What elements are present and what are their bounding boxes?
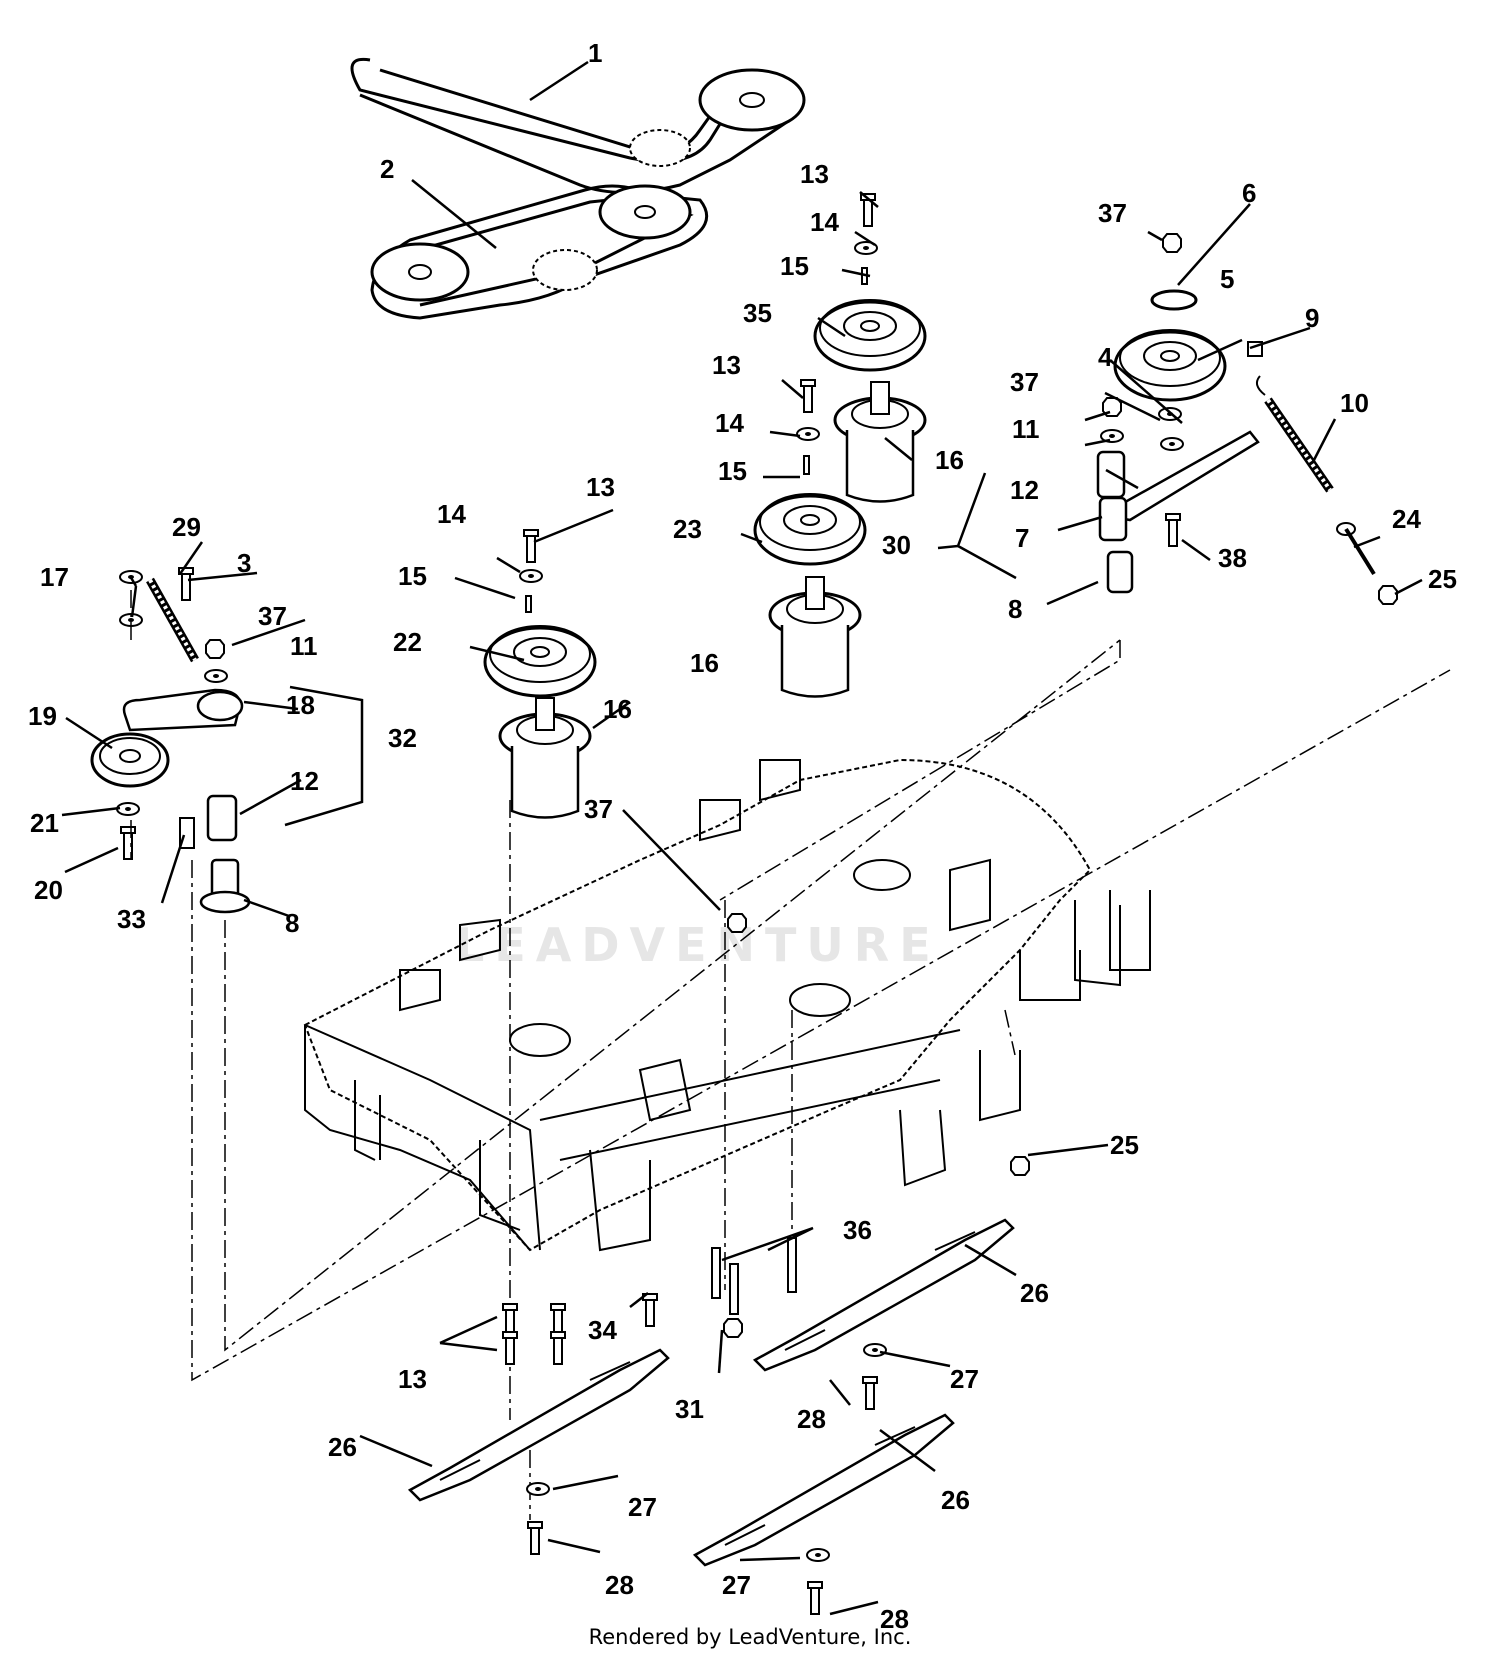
render-credit-footer: Rendered by LeadVenture, Inc. [588,1625,912,1649]
callout-5: 5 [1220,264,1234,294]
callout-27: 27 [722,1570,751,1600]
callout-1: 1 [588,38,602,68]
callout-35: 35 [743,298,772,328]
callout-17: 17 [40,562,69,592]
mower-deck-housing [303,758,1151,1252]
callout-14: 14 [437,499,466,529]
callout-15: 15 [398,561,427,591]
belt-pulleys [370,68,806,302]
callout-38: 38 [1218,543,1247,573]
callout-28: 28 [605,1570,634,1600]
callout-12: 12 [290,766,319,796]
callout-13: 13 [712,350,741,380]
callout-14: 14 [715,408,744,438]
callout-21: 21 [30,808,59,838]
callout-22: 22 [393,627,422,657]
callout-4: 4 [1098,342,1113,372]
callout-28: 28 [797,1404,826,1434]
callout-14: 14 [810,207,839,237]
callout-28: 28 [880,1604,909,1634]
callout-27: 27 [950,1364,979,1394]
callout-labels: 1 2 13 14 15 35 37 6 5 9 4 37 10 11 13 1… [28,38,1457,1634]
callout-7: 7 [1015,523,1029,553]
callout-9: 9 [1305,303,1319,333]
callout-11: 11 [1012,414,1040,444]
deck-bottom-hardware [408,913,1030,1615]
callout-25: 25 [1428,564,1457,594]
callout-6: 6 [1242,178,1256,208]
callout-34: 34 [588,1315,617,1345]
callout-37: 37 [1010,367,1039,397]
idler-assembly-right [1096,233,1398,605]
callout-13: 13 [586,472,615,502]
callout-13: 13 [800,159,829,189]
assembly-center-lines [130,590,1451,1520]
callout-23: 23 [673,514,702,544]
callout-3: 3 [237,548,251,578]
callout-12: 12 [1010,475,1039,505]
callout-26: 26 [1020,1278,1049,1308]
idler-assembly-left [90,567,251,914]
callout-24: 24 [1392,504,1421,534]
spindle-assembly-left [483,529,597,819]
callout-15: 15 [718,456,747,486]
callout-2: 2 [380,154,394,184]
callout-19: 19 [28,701,57,731]
callout-8: 8 [1008,594,1022,624]
callout-16: 16 [935,445,964,475]
callout-26: 26 [328,1432,357,1462]
watermark: LEADVENTURE [455,918,941,972]
callout-20: 20 [34,875,63,905]
callout-13: 13 [398,1364,427,1394]
callout-11: 11 [290,631,318,661]
callout-29: 29 [172,512,201,542]
callout-18: 18 [286,690,315,720]
callout-37: 37 [1098,198,1127,228]
callout-37: 37 [258,601,287,631]
callout-25: 25 [1110,1130,1139,1160]
callout-26: 26 [941,1485,970,1515]
callout-31: 31 [675,1394,704,1424]
callout-8: 8 [285,908,299,938]
callout-15: 15 [780,251,809,281]
leader-lines [61,60,1423,1616]
callout-36: 36 [843,1215,872,1245]
callout-16: 16 [603,694,632,724]
callout-16: 16 [690,648,719,678]
callout-30: 30 [882,530,911,560]
callout-27: 27 [628,1492,657,1522]
callout-33: 33 [117,904,146,934]
callout-10: 10 [1340,388,1369,418]
callout-37: 37 [584,794,613,824]
callout-32: 32 [388,723,417,753]
